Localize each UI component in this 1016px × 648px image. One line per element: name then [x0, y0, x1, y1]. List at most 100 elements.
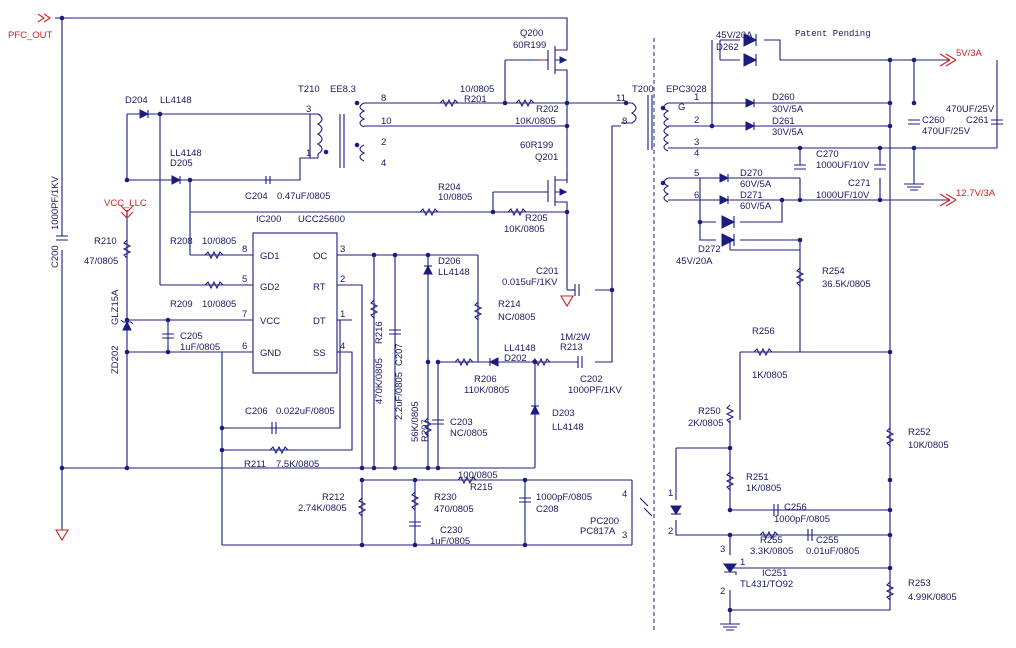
feedback-ground-icon [720, 620, 740, 631]
t210-pin-1: 1 [306, 148, 311, 159]
d272-ref: D272 [698, 244, 721, 255]
ic200-pin-3: 3 [340, 244, 345, 255]
d272-value: 45V/20A [676, 256, 713, 267]
ic200-pin-8: 8 [242, 244, 247, 255]
pc200-pin-1: 1 [668, 488, 673, 499]
vcc-llc-net-flag: VCC_LLC [104, 198, 147, 219]
d262-value: 45V/20A [716, 30, 753, 41]
c202-value: 1000PF/1KV [568, 385, 623, 396]
r256-ref: R256 [752, 326, 775, 337]
ic200-pin-1: 1 [340, 309, 345, 320]
t200-pin-1: 1 [694, 92, 699, 103]
r209-ref: R209 [170, 299, 193, 310]
t200-pin-4: 4 [694, 148, 699, 159]
rotated-labels: C200 1000PF/1KV GLZ15A ZD202 R216 470K/0… [50, 175, 431, 442]
c230-value: 1uF/0805 [430, 536, 470, 547]
t200-pin-3: 3 [694, 137, 699, 148]
r213-value: 1M/2W [560, 332, 590, 343]
r208-ref: R208 [170, 236, 193, 247]
pc200-pin-4: 4 [622, 489, 627, 500]
ic200-pin-oc: OC [313, 251, 327, 262]
d206-value: LL4148 [438, 267, 470, 278]
ic200-pin-dt: DT [313, 316, 326, 327]
r211-ref: R211 [244, 459, 266, 470]
r214-value: NC/0805 [498, 312, 536, 323]
r254-value: 36.5K/0805 [822, 279, 871, 290]
q200-ref: Q200 [520, 28, 543, 39]
ic200-pin-4: 4 [340, 341, 345, 352]
pc200-pin-3: 3 [622, 530, 627, 541]
r215-value: 100/0805 [458, 470, 498, 481]
r254-ref: R254 [822, 266, 845, 277]
junction-dots [59, 15, 917, 613]
capacitor-icons [56, 119, 1003, 541]
pfc-out-label: PFC_OUT [8, 30, 53, 41]
ic251-pin-1: 1 [740, 557, 745, 568]
d271-value: 60V/5A [740, 201, 772, 212]
c206-ref: C206 [245, 406, 268, 417]
c260-ref: C260 [922, 115, 945, 126]
c270-value: 1000UF/10V [816, 160, 870, 171]
c203-value: NC/0805 [450, 428, 488, 439]
r209-value: 10/0805 [202, 299, 236, 310]
c201-ref: C201 [536, 266, 559, 277]
d205-value: LL4148 [170, 148, 202, 159]
pfc-out-net-flag: PFC_OUT [8, 13, 53, 41]
c255-ref: C255 [816, 535, 839, 546]
ic200-ref: IC200 [256, 214, 281, 225]
d202-ref: D202 [504, 353, 527, 364]
r202-ref: R202 [536, 104, 559, 115]
r251-ref: R251 [746, 472, 769, 483]
q201-ref: Q201 [535, 152, 558, 163]
d261-ref: D261 [772, 116, 795, 127]
d260-value: 30V/5A [772, 104, 804, 115]
c200-value: 1000PF/1KV [50, 175, 61, 230]
t200-pin-2: 2 [694, 115, 699, 126]
c261-value: 470UF/25V [922, 126, 971, 137]
ic251-pin-3: 3 [720, 544, 725, 555]
component-labels: 10/0805 R201 R202 10K/0805 R204 10/0805 … [84, 30, 995, 603]
d203-value: LL4148 [552, 422, 584, 433]
r210-ref: R210 [94, 236, 117, 247]
t210-pin-3: 3 [306, 104, 311, 115]
r214-ref: R214 [498, 299, 521, 310]
t200-pin-6: 6 [694, 190, 699, 201]
t200-ref: T200 [632, 84, 654, 95]
r215-ref: R215 [470, 482, 493, 493]
ic251-pin-2: 2 [720, 586, 725, 597]
t210-transformer-icon [310, 100, 388, 168]
ic251-ref: IC251 [762, 568, 787, 579]
r207-value: 56K/0805 [410, 401, 421, 442]
r202-value: 10K/0805 [515, 116, 556, 127]
c261-ref: C261 [966, 115, 989, 126]
q200-value: 60R199 [513, 40, 546, 51]
r255-value: 3.3K/0805 [750, 546, 793, 557]
out-12v-label: 12.7V/3A [956, 188, 996, 199]
r255-ref: R255 [760, 535, 783, 546]
c206-value: 0.022uF/0805 [276, 406, 335, 417]
t200-pin-g: G [678, 102, 685, 113]
r210-value: 47/0805 [84, 256, 118, 267]
r205-value: 10K/0805 [504, 224, 545, 235]
r205-ref: R205 [525, 213, 548, 224]
patent-note: Patent Pending [795, 29, 871, 39]
ic251-shunt-regulator-icon [723, 563, 737, 575]
t200-pin-5: 5 [694, 168, 699, 179]
resistor-icons [122, 98, 895, 601]
r211-value: 7.5K/0805 [276, 459, 319, 470]
ic200-pin-7: 7 [242, 309, 247, 320]
c256-value: 1000pF/0805 [774, 514, 830, 525]
c202-ref: C202 [580, 374, 603, 385]
ic200-pin-gd2: GD2 [260, 282, 280, 293]
r206-ref: R206 [474, 374, 497, 385]
diode-icons [120, 33, 758, 415]
t210-pin-10: 10 [381, 116, 392, 127]
r216-ref: R216 [374, 321, 385, 344]
d204-value: LL4148 [160, 95, 192, 106]
out-12v-net-flag: 12.7V/3A [939, 188, 996, 207]
out-5v-net-flag: 5V/3A [939, 48, 983, 67]
c203-ref: C203 [450, 417, 473, 428]
d204-ref: D204 [125, 95, 148, 106]
d261-value: 30V/5A [772, 127, 804, 138]
r253-value: 4.99K/0805 [908, 592, 957, 603]
